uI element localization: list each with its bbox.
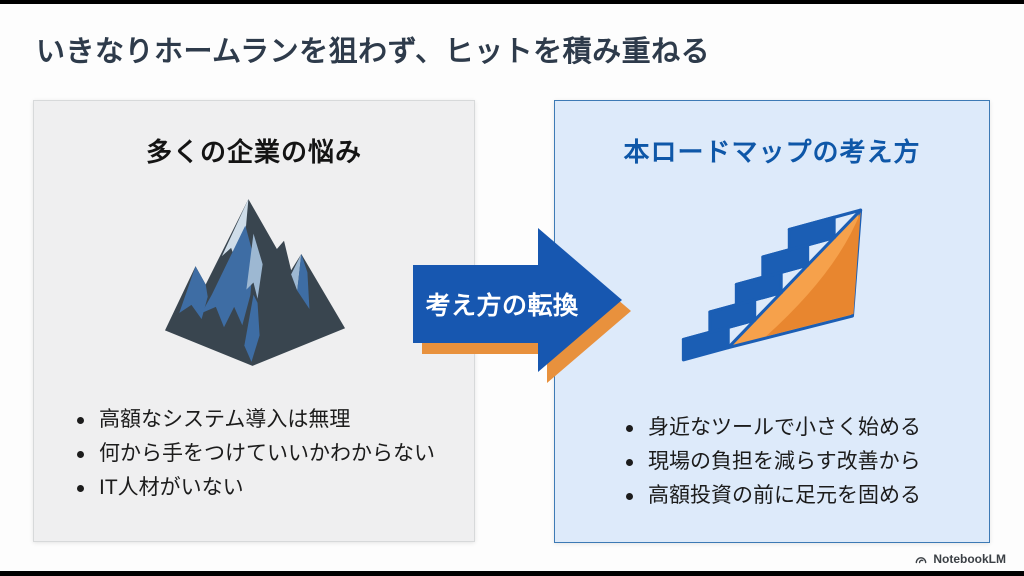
list-item: 現場の負担を減らす改善から (623, 445, 921, 479)
list-item: IT人材がいない (74, 471, 435, 505)
right-panel-roadmap-approach: 本ロードマップの考え方 身近なツールで小さく始める 現場の負担を減らす改善から … (554, 100, 990, 543)
stairs-icon (674, 203, 870, 373)
arrow-right-icon (413, 228, 622, 372)
transition-arrow: 考え方の転換 (405, 220, 645, 395)
right-bullet-list: 身近なツールで小さく始める 現場の負担を減らす改善から 高額投資の前に足元を固め… (623, 411, 921, 513)
mountain-icon (154, 193, 354, 376)
left-panel-company-worries: 多くの企業の悩み 高額なシステム導入は無理 何から手をつけていいかわからない I… (33, 100, 475, 542)
left-panel-heading: 多くの企業の悩み (145, 137, 362, 167)
list-item: 高額なシステム導入は無理 (74, 403, 435, 437)
arrow-label: 考え方の転換 (425, 292, 579, 320)
letterbox-top (0, 0, 1024, 4)
notebooklm-watermark: NotebookLM (914, 552, 1006, 566)
notebooklm-logo-icon (915, 557, 927, 564)
brand-label: NotebookLM (933, 552, 1006, 566)
left-bullet-list: 高額なシステム導入は無理 何から手をつけていいかわからない IT人材がいない (74, 403, 435, 505)
letterbox-bottom (0, 571, 1024, 576)
right-panel-heading: 本ロードマップの考え方 (623, 137, 921, 167)
page-title: いきなりホームランを狙わず、ヒットを積み重ねる (36, 36, 711, 68)
list-item: 何から手をつけていいかわからない (74, 437, 435, 471)
list-item: 身近なツールで小さく始める (623, 411, 921, 445)
list-item: 高額投資の前に足元を固める (623, 479, 921, 513)
